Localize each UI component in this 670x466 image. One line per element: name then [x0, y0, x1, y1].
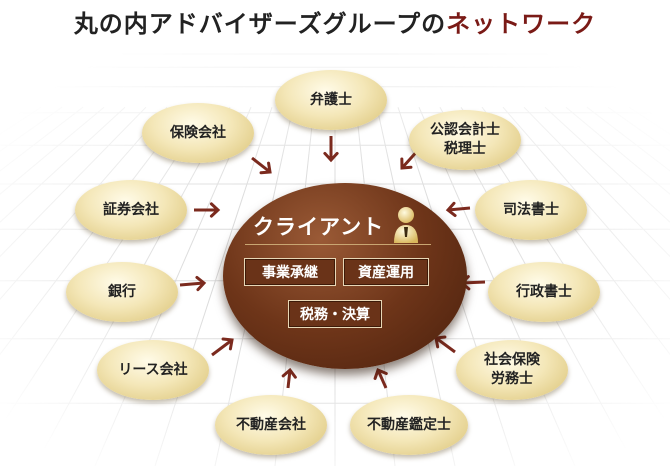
partner-accountant: 公認会計士 税理士	[409, 110, 521, 170]
partner-leasing-company: リース会社	[97, 340, 209, 400]
arrow-insurance	[251, 156, 272, 175]
partner-real-estate-company: 不動産会社	[215, 395, 327, 455]
arrow-realestate	[281, 367, 297, 389]
arrow-labor	[434, 335, 456, 354]
arrow-leasing	[211, 337, 234, 357]
arrow-lawyer	[323, 136, 339, 163]
tag-tax-settlement: 税務・決算	[288, 300, 382, 328]
arrow-securities	[194, 202, 221, 218]
partner-administrative-scrivener: 行政書士	[488, 262, 600, 322]
partner-insurance-company: 保険会社	[142, 103, 254, 163]
page-title: 丸の内アドバイザーズグループのネットワーク	[0, 4, 670, 39]
arrow-appraiser	[373, 367, 388, 389]
partner-lawyer: 弁護士	[275, 70, 387, 130]
client-divider	[245, 244, 431, 245]
partner-judicial-scrivener: 司法書士	[475, 180, 587, 240]
tag-asset-management: 資産運用	[343, 258, 429, 286]
title-main: 丸の内アドバイザーズグループの	[73, 9, 447, 38]
arrow-bank	[179, 275, 207, 292]
partner-securities-company: 証券会社	[75, 180, 187, 240]
title-accent: ネットワーク	[446, 9, 597, 38]
client-title: クライアント	[253, 215, 385, 239]
partner-labor-consultant: 社会保険 労務士	[456, 340, 568, 400]
arrow-judicial	[445, 201, 471, 218]
partner-bank: 銀行	[66, 262, 178, 322]
person-icon	[394, 207, 418, 243]
partner-real-estate-appraiser: 不動産鑑定士	[350, 395, 468, 455]
tag-business-succession: 事業承継	[244, 258, 336, 286]
